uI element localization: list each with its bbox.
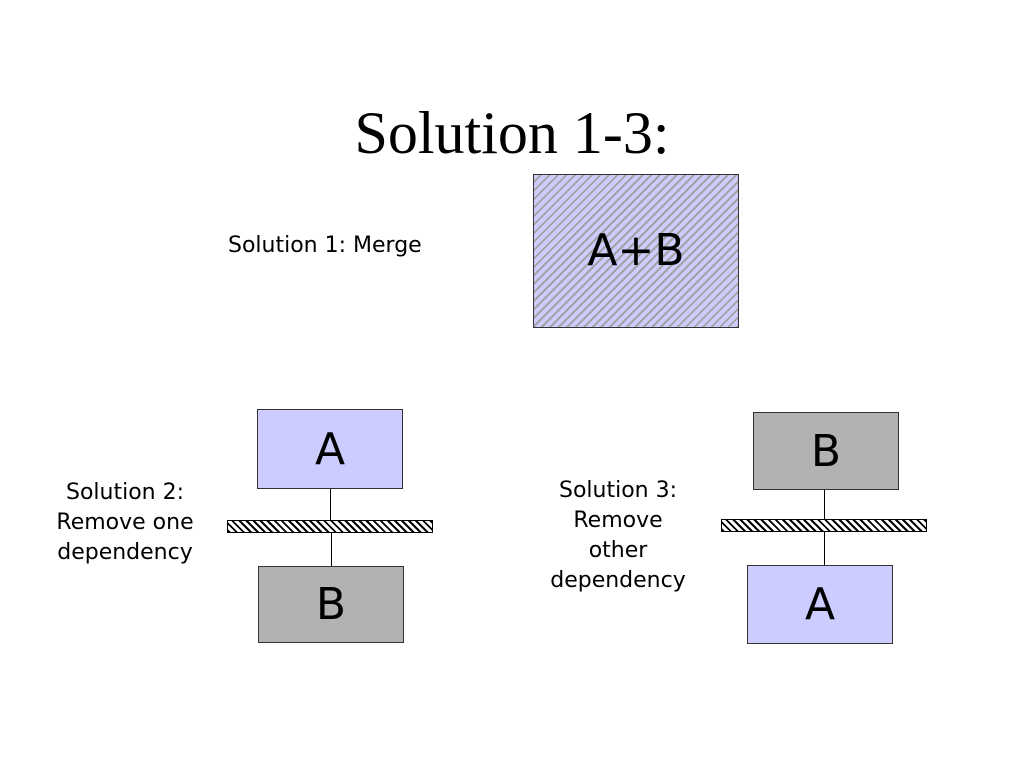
solution-3-top-module: B	[753, 412, 899, 490]
solution-2-top-module: A	[257, 409, 403, 489]
solution-3-lower-dependency-line	[824, 532, 825, 565]
merged-module-box: A+B	[533, 174, 739, 328]
solution-3-label-line-4: dependency	[550, 568, 686, 593]
solution-2-label-line-3: dependency	[57, 540, 193, 565]
solution-2-lower-dependency-line	[331, 533, 332, 566]
solution-3-bottom-module: A	[747, 565, 893, 644]
solution-3-label-line-2: Remove	[573, 508, 663, 533]
solution-3-label-line-1: Solution 3:	[558, 478, 678, 503]
solution-3-label-line-3: other	[588, 538, 648, 563]
solution-2-label-line-1: Solution 2:	[65, 480, 185, 505]
solution-1-label: Solution 1: Merge	[228, 233, 422, 258]
solution-2-upper-dependency-line	[330, 489, 331, 520]
solution-2-bottom-module: B	[258, 566, 404, 643]
solution-2-dependency-barrier	[227, 520, 433, 533]
solution-3-upper-dependency-line	[824, 490, 825, 519]
solution-2-label: Solution 2: Remove one dependency	[44, 478, 206, 568]
solution-3-dependency-barrier	[721, 519, 927, 532]
slide-title: Solution 1-3:	[354, 100, 670, 166]
solution-2-label-line-2: Remove one	[56, 510, 194, 535]
solution-3-label: Solution 3: Remove other dependency	[536, 476, 700, 596]
